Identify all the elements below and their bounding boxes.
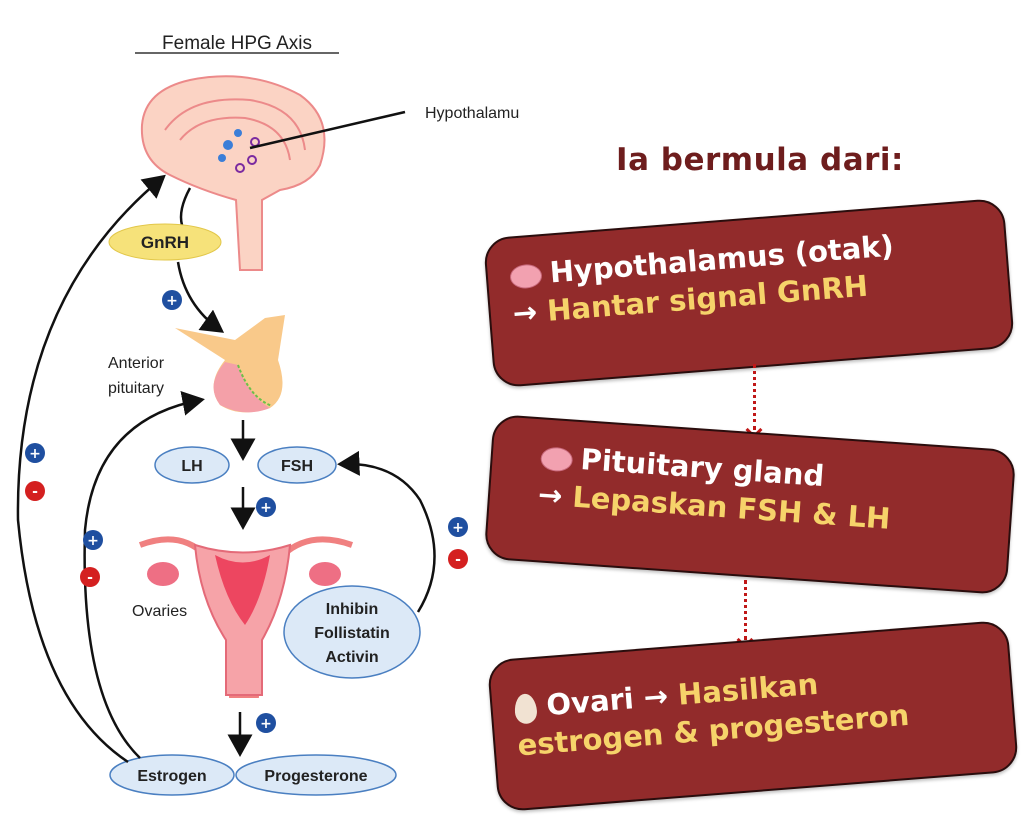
gnrh-arrow (176, 261, 225, 333)
gnrh-label: GnRH (141, 233, 189, 252)
brain-icon (539, 446, 574, 473)
svg-text:+: + (166, 293, 178, 309)
feedback-ellipse (283, 585, 421, 679)
hypothalamus-pointer (249, 110, 406, 150)
svg-text:-: - (87, 570, 93, 586)
inner-feedback-arrow (83, 391, 205, 759)
step-hypothalamus: Hypothalamus (otak) → Hantar signal GnRH (482, 197, 1016, 389)
dotted-arrow (744, 580, 747, 640)
ovaries-label: Ovaries (132, 603, 187, 620)
progesterone-ellipse (235, 754, 397, 796)
inhibin-label: Inhibin (326, 601, 378, 618)
uterus-icon (138, 536, 354, 698)
outer-feedback-arrow (16, 174, 166, 764)
plus-badge: + (83, 530, 103, 550)
follistatin-label: Follistatin (314, 625, 390, 642)
step-title: Ovari (545, 681, 635, 723)
step-ovary: Ovari → Hasilkan estrogen & progesteron (486, 619, 1020, 813)
estrogen-label: Estrogen (137, 768, 206, 785)
inhibin-feedback-arrow (337, 450, 436, 613)
arrow-icon: → (642, 678, 670, 715)
minus-badge: - (448, 549, 468, 569)
plus-badge: + (162, 290, 182, 310)
fsh-ellipse (257, 446, 337, 484)
dotted-arrow (753, 364, 756, 430)
svg-text:+: + (452, 520, 464, 536)
diagram-title: Female HPG Axis (162, 33, 312, 54)
gnrh-line (179, 187, 192, 226)
hypothalamus-label: Hypothalamus (425, 105, 520, 122)
estrogen-ellipse (109, 754, 235, 796)
svg-text:+: + (87, 533, 99, 549)
egg-icon (513, 692, 538, 725)
brain-icon (509, 263, 543, 290)
lh-ellipse (154, 446, 230, 484)
plus-badge: + (256, 713, 276, 733)
arrow-icon: → (511, 294, 539, 331)
progesterone-label: Progesterone (264, 768, 367, 785)
plus-badge: + (256, 497, 276, 517)
fsh-label: FSH (281, 458, 313, 475)
lh-label: LH (181, 458, 202, 475)
pituitary-icon (175, 315, 285, 413)
minus-badge: - (25, 481, 45, 501)
plus-badge: + (25, 443, 45, 463)
hpg-axis-diagram: Female HPG Axis Hypothalamus GnRH Anteri… (16, 33, 520, 796)
anterior-label: Anterior (108, 355, 165, 372)
arrow-icon: → (537, 477, 564, 513)
steps-heading: Ia bermula dari: (616, 142, 904, 178)
svg-text:-: - (32, 484, 38, 500)
activin-label: Activin (325, 649, 378, 666)
plus-badge: + (448, 517, 468, 537)
minus-badge: - (80, 567, 100, 587)
gnrh-ellipse (108, 223, 222, 261)
svg-text:-: - (455, 552, 461, 568)
svg-text:+: + (29, 446, 41, 462)
pituitary-label: pituitary (108, 380, 164, 397)
svg-text:+: + (260, 716, 272, 732)
step-pituitary: Pituitary gland → Lepaskan FSH & LH (483, 413, 1017, 596)
svg-text:+: + (260, 500, 272, 516)
